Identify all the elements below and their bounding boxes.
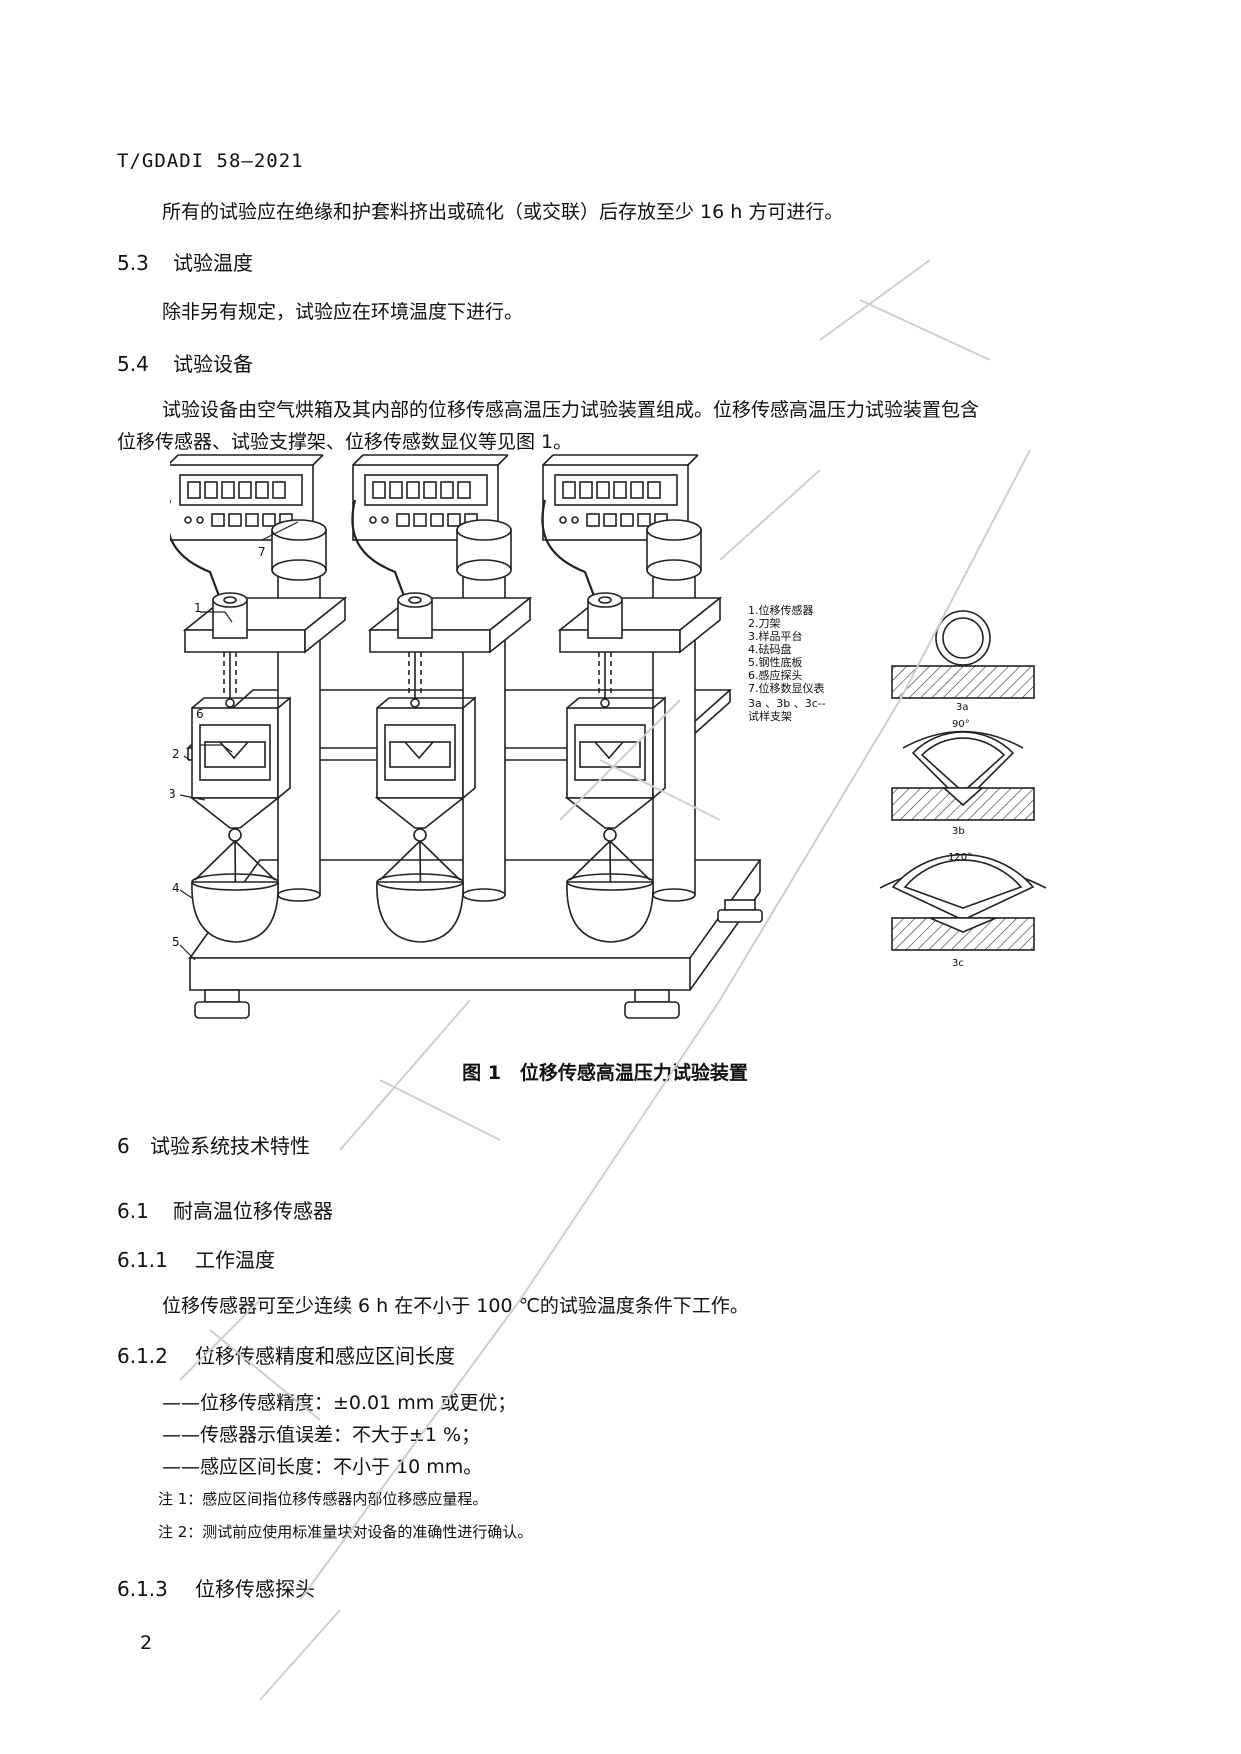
section-6-1-3-heading: 6.1.3 位移传感探头 — [117, 1573, 315, 1602]
section-number: 6.1 — [117, 1199, 149, 1223]
display-digit — [457, 481, 471, 499]
section-6-1-2-heading: 6.1.2 位移传感精度和感应区间长度 — [117, 1340, 455, 1369]
figure-1-apparatus: 1 2 3 4 5 6 7 1.位移传感器 2.刀架 3.样品平台 4.砝码盘 … — [170, 454, 1047, 1019]
section-6-heading: 6 试验系统技术特性 — [117, 1130, 310, 1159]
label-120-degrees: 120° — [948, 852, 972, 863]
note-1: 注 1：感应区间指位移传感器内部位移感应量程。 — [158, 1490, 488, 1508]
legend-item: 1.位移传感器 — [748, 603, 814, 617]
meter-button — [228, 513, 242, 527]
page-number: 2 — [140, 1632, 153, 1654]
section-title: 试验设备 — [173, 352, 253, 376]
sensor-cable — [170, 500, 227, 613]
legend-item: 3.样品平台 — [748, 629, 803, 643]
display-digit — [579, 481, 593, 499]
meter-button — [245, 513, 259, 527]
section-5-4-heading: 5.4 试验设备 — [117, 348, 253, 377]
section-6-1-1-heading: 6.1.1 工作温度 — [117, 1244, 275, 1273]
paragraph-5-4-line2: 位移传感器、试验支撑架、位移传感数显仪等见图 1。 — [117, 431, 573, 453]
callout-1: 1 — [194, 601, 202, 615]
legend-item: 4.砝码盘 — [748, 642, 792, 656]
legend-item: 3a 、3b 、3c-- — [748, 697, 826, 710]
section-number: 6.1.1 — [117, 1248, 168, 1272]
display-digit — [562, 481, 576, 499]
section-number: 6.1.2 — [117, 1344, 168, 1368]
legend-item: 2.刀架 — [748, 617, 781, 630]
figure-legend: 1.位移传感器 2.刀架 3.样品平台 4.砝码盘 5.钢性底板 6.感应探头 … — [748, 603, 826, 723]
display-digit — [630, 481, 644, 499]
display-digit — [406, 481, 420, 499]
list-item: ——感应区间长度：不小于 10 mm。 — [162, 1456, 483, 1478]
section-5-3-heading: 5.3 试验温度 — [117, 247, 253, 276]
display-digit — [596, 481, 610, 499]
support-3b: 90° 3b — [891, 719, 1035, 837]
display-digit — [204, 481, 218, 499]
display-digit — [647, 481, 661, 499]
indicator-light — [184, 516, 192, 524]
section-title: 试验温度 — [173, 251, 253, 275]
section-number: 6 — [117, 1134, 130, 1158]
section-title: 工作温度 — [195, 1248, 275, 1272]
indicator-light — [196, 516, 204, 524]
display-digit — [187, 481, 201, 499]
legend-item: 7.位移数显仪表 — [748, 681, 825, 695]
legend-item: 5.钢性底板 — [748, 655, 803, 669]
paragraph-6-1-1: 位移传感器可至少连续 6 h 在不小于 100 ℃的试验温度条件下工作。 — [162, 1295, 749, 1317]
callout-7: 7 — [258, 545, 266, 559]
callout-6: 6 — [196, 707, 204, 721]
support-3a: 3a — [891, 610, 1035, 713]
display-digit — [272, 481, 286, 499]
callout-3: 3 — [170, 787, 176, 801]
label-3c: 3c — [952, 958, 964, 969]
paragraph-5-3: 除非另有规定，试验应在环境温度下进行。 — [162, 301, 524, 323]
list-item: ——传感器示值误差：不大于±1 %； — [162, 1424, 481, 1446]
support-3c: 120° 3c — [879, 852, 1047, 969]
list-item: ——位移传感精度：±0.01 mm 或更优； — [162, 1392, 517, 1414]
section-title: 耐高温位移传感器 — [173, 1199, 333, 1223]
label-3a: 3a — [956, 702, 969, 713]
callout-2: 2 — [172, 747, 180, 761]
section-title: 试验系统技术特性 — [150, 1134, 310, 1158]
display-digit — [423, 481, 437, 499]
section-title: 位移传感精度和感应区间长度 — [195, 1344, 455, 1368]
note-2: 注 2：测试前应使用标准量块对设备的准确性进行确认。 — [158, 1523, 533, 1541]
label-3b: 3b — [952, 826, 965, 837]
paragraph-storage: 所有的试验应在绝缘和护套料挤出或硫化（或交联）后存放至少 16 h 方可进行。 — [162, 201, 844, 223]
legend-item: 6.感应探头 — [748, 668, 803, 682]
display-digit — [255, 481, 269, 499]
document-id: T/GDADI 58—2021 — [117, 150, 304, 172]
display-digit — [238, 481, 252, 499]
callout-4: 4 — [172, 881, 180, 895]
section-number: 5.3 — [117, 251, 149, 275]
display-digit — [372, 481, 386, 499]
section-number: 5.4 — [117, 352, 149, 376]
meter-button — [211, 513, 225, 527]
section-title: 位移传感探头 — [195, 1577, 315, 1601]
figure-caption: 图 1 位移传感高温压力试验装置 — [462, 1062, 748, 1084]
legend-item: 试样支架 — [748, 709, 792, 723]
callout-5: 5 — [172, 935, 180, 949]
display-digit — [613, 481, 627, 499]
label-90-degrees: 90° — [952, 719, 970, 730]
section-6-1-heading: 6.1 耐高温位移传感器 — [117, 1195, 333, 1224]
display-digit — [440, 481, 454, 499]
section-number: 6.1.3 — [117, 1577, 168, 1601]
paragraph-5-4-line1: 试验设备由空气烘箱及其内部的位移传感高温压力试验装置组成。位移传感高温压力试验装… — [162, 399, 980, 421]
display-digit — [389, 481, 403, 499]
display-digit — [221, 481, 235, 499]
